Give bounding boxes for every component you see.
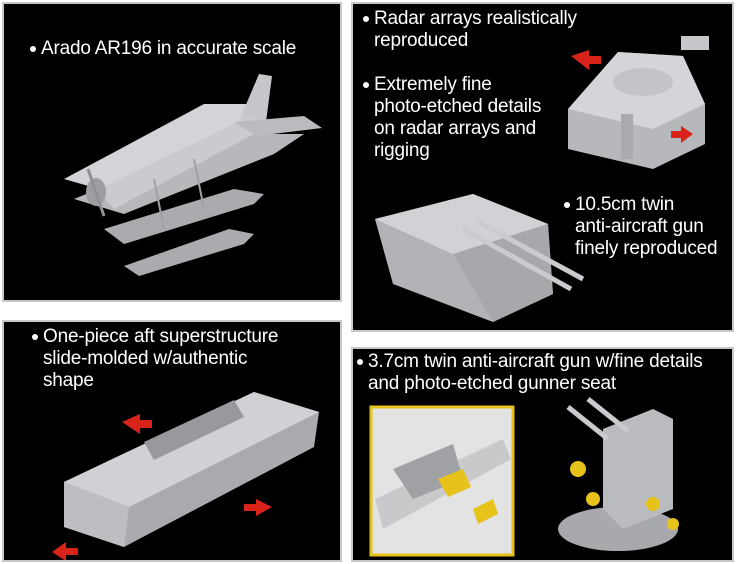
caption-photoetch: Extremely fine photo-etched details on r… — [363, 74, 541, 162]
bullet-icon — [363, 81, 369, 88]
bullet-icon — [564, 201, 570, 208]
panel-radar: Radar arrays realistically reproduced Ex… — [351, 2, 734, 332]
bullet-icon — [357, 358, 363, 365]
arado-seaplane-image — [64, 74, 322, 276]
caption-radar: Radar arrays realistically reproduced — [363, 8, 577, 52]
superstructure-image — [52, 392, 319, 560]
bullet-icon — [32, 333, 38, 340]
caption-gun37: 3.7cm twin anti-aircraft gun w/fine deta… — [357, 351, 703, 395]
gun37-image — [369, 397, 679, 557]
panel-arado: Arado AR196 in accurate scale — [2, 2, 342, 302]
caption-superstructure: One-piece aft superstructure slide-molde… — [32, 326, 278, 392]
bullet-icon — [363, 15, 369, 22]
panel-superstructure: One-piece aft superstructure slide-molde… — [2, 320, 342, 562]
caption-gun105: 10.5cm twin anti-aircraft gun finely rep… — [564, 194, 718, 260]
caption-arado: Arado AR196 in accurate scale — [30, 38, 296, 60]
panel-gun37: 3.7cm twin anti-aircraft gun w/fine deta… — [351, 347, 734, 562]
radar-and-gun-image — [375, 36, 709, 322]
bullet-icon — [30, 45, 36, 52]
